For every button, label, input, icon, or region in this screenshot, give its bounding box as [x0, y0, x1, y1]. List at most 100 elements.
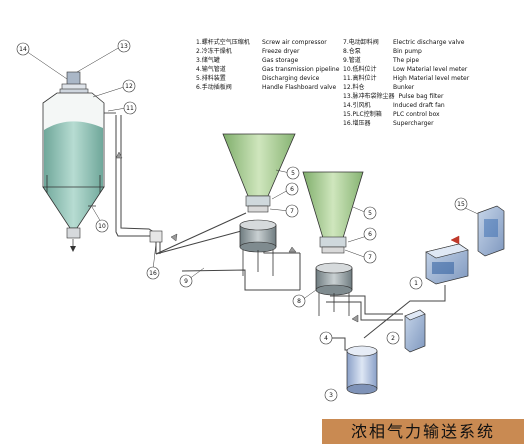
- legend-item-zh: 14.引风机: [343, 102, 371, 109]
- legend-item-zh: 4.输气管道: [196, 66, 226, 73]
- legend-item: 9.管道 The pipe: [343, 56, 469, 65]
- callout-16: 16: [146, 266, 160, 280]
- legend-item: 1.螺杆式空气压缩机 Screw air compressor: [196, 38, 339, 47]
- legend-item-zh: 11.高料位计: [343, 75, 377, 82]
- callout-1: 1: [409, 276, 423, 290]
- svg-text:10: 10: [98, 223, 106, 230]
- callout-11: 11: [123, 101, 137, 115]
- svg-text:6: 6: [290, 186, 294, 193]
- svg-text:8: 8: [297, 298, 301, 305]
- svg-text:9: 9: [184, 278, 188, 285]
- legend-item-en: High Material level meter: [393, 75, 470, 82]
- legend-item-en: Gas transmission pipeline: [262, 66, 340, 73]
- legend-item: 6.手动插板阀 Handle Flashboard valve: [196, 83, 339, 92]
- callouts: 14 13 12 11 10 16 9 5 6 7 5 6 7 8 4 3 2 …: [16, 39, 468, 402]
- legend-left: 1.螺杆式空气压缩机 Screw air compressor 2.冷冻干燥机 Fre…: [196, 38, 339, 92]
- legend-item-zh: 2.冷冻干燥机: [196, 48, 232, 55]
- legend-item-en: Freeze dryer: [262, 48, 300, 55]
- legend-item: 11.高料位计 High Material level meter: [343, 74, 469, 83]
- callout-10: 10: [95, 219, 109, 233]
- callout-3: 3: [324, 388, 338, 402]
- svg-text:16: 16: [149, 270, 157, 277]
- legend-item: 5.排料装置 Discharging device: [196, 74, 339, 83]
- diagram-title: 浓相气力输送系统: [322, 419, 524, 444]
- legend-item-en: Bin pump: [393, 48, 422, 55]
- legend-item: 12.料仓 Bunker: [343, 83, 469, 92]
- legend-item-en: The pipe: [393, 57, 420, 64]
- legend-item: 16.增压器 Supercharger: [343, 119, 469, 128]
- legend-item: 8.仓泵 Bin pump: [343, 47, 469, 56]
- plc-control-box: [477, 205, 505, 257]
- legend-item-zh: 6.手动插板阀: [196, 84, 232, 91]
- svg-text:7: 7: [368, 254, 372, 261]
- callout-5b: 5: [363, 206, 377, 220]
- svg-text:11: 11: [126, 105, 134, 112]
- svg-text:2: 2: [391, 335, 395, 342]
- callout-7b: 7: [363, 250, 377, 264]
- svg-text:12: 12: [125, 83, 133, 90]
- svg-text:4: 4: [324, 335, 328, 342]
- flow-arrows: [115, 151, 460, 323]
- legend-item-zh: 12.料仓: [343, 84, 365, 91]
- legend-item-en: Bunker: [393, 84, 415, 91]
- svg-text:15: 15: [457, 201, 465, 208]
- legend-item-zh: 5.排料装置: [196, 75, 226, 82]
- legend-item-en: Supercharger: [393, 120, 434, 127]
- svg-text:5: 5: [368, 210, 372, 217]
- callout-13: 13: [117, 39, 131, 53]
- legend-item-zh: 1.螺杆式空气压缩机: [196, 39, 250, 46]
- legend-item-en: Electric discharge valve: [393, 39, 465, 46]
- svg-text:1: 1: [414, 280, 418, 287]
- legend-item: 14.引风机 Induced draft fan: [343, 101, 469, 110]
- legend-item-en: Handle Flashboard valve: [262, 84, 337, 91]
- callout-6a: 6: [285, 182, 299, 196]
- screw-air-compressor: [425, 243, 469, 285]
- main-pipeline: [115, 115, 446, 351]
- legend-item-en: Gas storage: [262, 57, 299, 64]
- legend-item: 4.输气管道 Gas transmission pipeline: [196, 65, 339, 74]
- legend-item-zh: 10.低料位计: [343, 66, 377, 73]
- legend-item-zh: 13.脉冲布袋除尘器: [343, 93, 395, 100]
- callout-14: 14: [16, 42, 30, 56]
- callout-12: 12: [122, 79, 136, 93]
- callout-8: 8: [292, 294, 306, 308]
- legend-item-en: Induced draft fan: [393, 102, 445, 109]
- svg-text:13: 13: [120, 43, 128, 50]
- supercharger: [149, 230, 163, 243]
- freeze-dryer: [404, 309, 426, 353]
- legend-item: 7.电动卸料阀 Electric discharge valve: [343, 38, 469, 47]
- legend-item-en: PLC control box: [393, 111, 440, 118]
- discharging-hopper-b: [302, 171, 364, 316]
- legend-item-zh: 3.储气罐: [196, 57, 220, 64]
- legend-right: 7.电动卸料阀 Electric discharge valve 8.仓泵 Bin p…: [343, 38, 469, 128]
- svg-text:3: 3: [329, 392, 333, 399]
- svg-text:6: 6: [368, 231, 372, 238]
- svg-text:7: 7: [290, 208, 294, 215]
- legend-item: 10.低料位计 Low Material level meter: [343, 65, 469, 74]
- legend-item: 3.储气罐 Gas storage: [196, 56, 339, 65]
- legend-item-zh: 16.增压器: [343, 120, 371, 127]
- legend-item-en: Pulse bag filter: [398, 93, 444, 100]
- svg-text:14: 14: [19, 46, 27, 53]
- legend-item-en: Discharging device: [262, 75, 320, 82]
- callout-5a: 5: [286, 166, 300, 180]
- bunker-silo: [42, 71, 116, 252]
- legend-item-zh: 8.仓泵: [343, 48, 361, 55]
- callout-6b: 6: [363, 227, 377, 241]
- legend-item: 15.PLC控制箱 PLC control box: [343, 110, 469, 119]
- callout-15: 15: [454, 197, 468, 211]
- callout-9: 9: [179, 274, 193, 288]
- legend-item-en: Screw air compressor: [262, 39, 327, 46]
- gas-storage-tank: [346, 345, 378, 395]
- legend-item-zh: 15.PLC控制箱: [343, 111, 382, 118]
- discharging-hopper-a: [222, 133, 296, 276]
- callout-2: 2: [386, 331, 400, 345]
- svg-text:5: 5: [291, 170, 295, 177]
- legend-item: 2.冷冻干燥机 Freeze dryer: [196, 47, 339, 56]
- callout-4: 4: [319, 331, 333, 345]
- legend-item-zh: 7.电动卸料阀: [343, 39, 379, 46]
- legend-item-en: Low Material level meter: [393, 66, 468, 73]
- legend-item-zh: 9.管道: [343, 57, 361, 64]
